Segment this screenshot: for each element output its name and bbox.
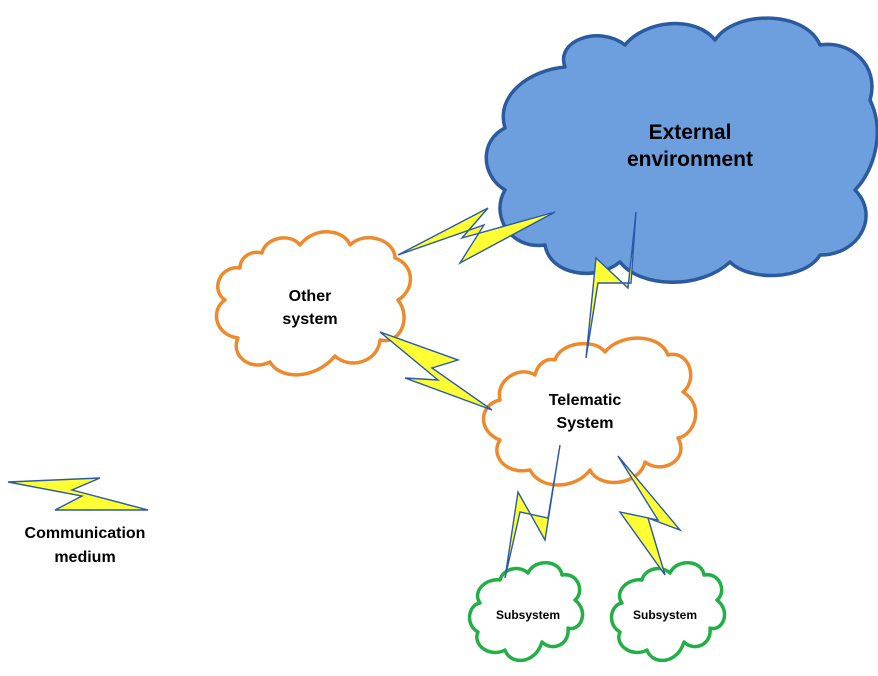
subsystem-left-cloud: Subsystem bbox=[467, 561, 585, 663]
other-system-shape bbox=[214, 230, 413, 377]
link-telematic-subsystem-right-bolt bbox=[617, 455, 683, 576]
lightning-bolt-icon bbox=[7, 477, 149, 511]
external-environment-label-line2: environment bbox=[627, 148, 753, 171]
telematic-system-shape bbox=[481, 336, 698, 487]
legend-label-line1: Communication bbox=[25, 525, 146, 542]
link-telematic-subsystem-left-bolt bbox=[504, 444, 561, 579]
link-other-telematic-bolt bbox=[379, 331, 493, 411]
other-system-label-line1: Other bbox=[289, 288, 332, 305]
subsystem-right-shape bbox=[609, 561, 727, 663]
other-system-cloud: Other system bbox=[214, 230, 413, 377]
telematic-system-label-line1: Telematic bbox=[549, 392, 622, 409]
external-environment-label-line1: External bbox=[649, 121, 732, 144]
link-other-external-bolt bbox=[397, 207, 556, 265]
subsystem-left-shape bbox=[467, 561, 585, 663]
legend-label-line2: medium bbox=[54, 549, 115, 566]
external-environment-cloud: External environment bbox=[484, 16, 878, 284]
telematic-system-label-line2: System bbox=[557, 415, 614, 432]
legend: Communication medium bbox=[7, 477, 149, 566]
link-external-telematic-bolt bbox=[585, 211, 637, 359]
subsystem-right-label: Subsystem bbox=[633, 608, 697, 622]
telematic-system-cloud: Telematic System bbox=[481, 336, 698, 487]
external-environment-shape bbox=[484, 16, 878, 284]
other-system-label-line2: system bbox=[282, 311, 337, 328]
subsystem-right-cloud: Subsystem bbox=[609, 561, 727, 663]
subsystem-left-label: Subsystem bbox=[496, 608, 560, 622]
